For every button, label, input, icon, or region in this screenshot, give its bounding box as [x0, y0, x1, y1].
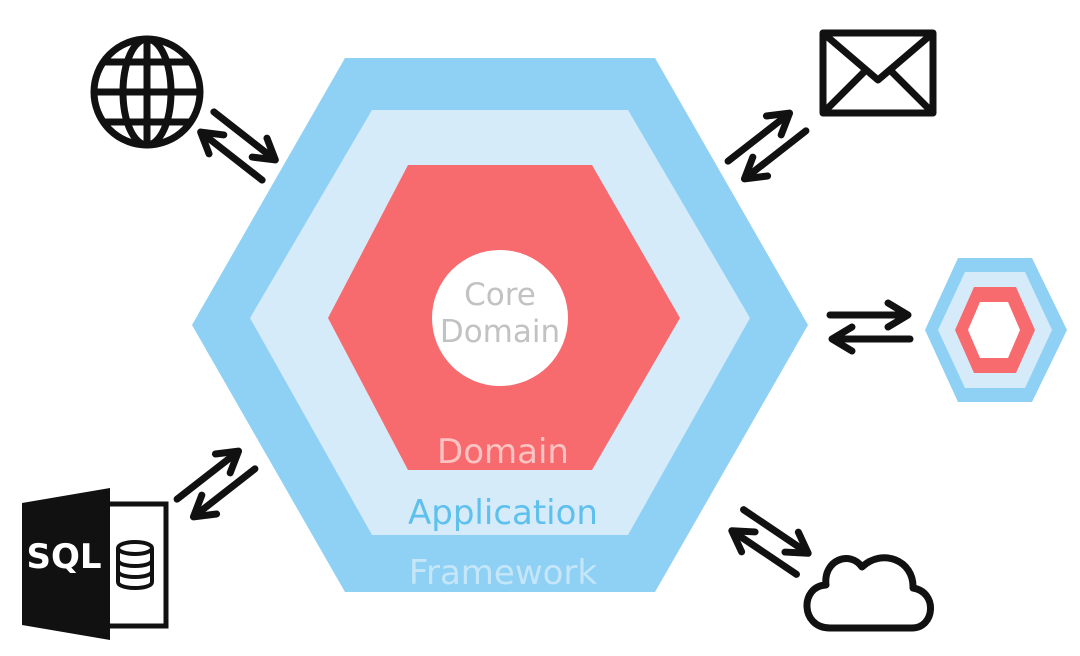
cloud-icon	[803, 554, 934, 632]
domain-label: Domain	[437, 432, 569, 472]
email-exchange-arrows	[721, 102, 814, 189]
hexagon-service-icon	[925, 258, 1067, 402]
application-label: Application	[408, 493, 598, 533]
cloud-exchange-arrows	[723, 500, 816, 585]
sql-exchange-arrows	[170, 440, 263, 527]
envelope-icon	[819, 29, 937, 117]
framework-label: Framework	[409, 553, 598, 593]
sql-label: SQL	[26, 537, 101, 577]
web-exchange-arrows	[192, 102, 285, 189]
core-domain-circle	[432, 250, 568, 386]
core-domain-label-line2: Domain	[440, 314, 560, 350]
core-domain-label-line1: Core	[464, 277, 536, 313]
service-exchange-arrows	[830, 303, 910, 351]
sql-database-icon	[22, 488, 169, 640]
globe-icon	[90, 35, 204, 149]
